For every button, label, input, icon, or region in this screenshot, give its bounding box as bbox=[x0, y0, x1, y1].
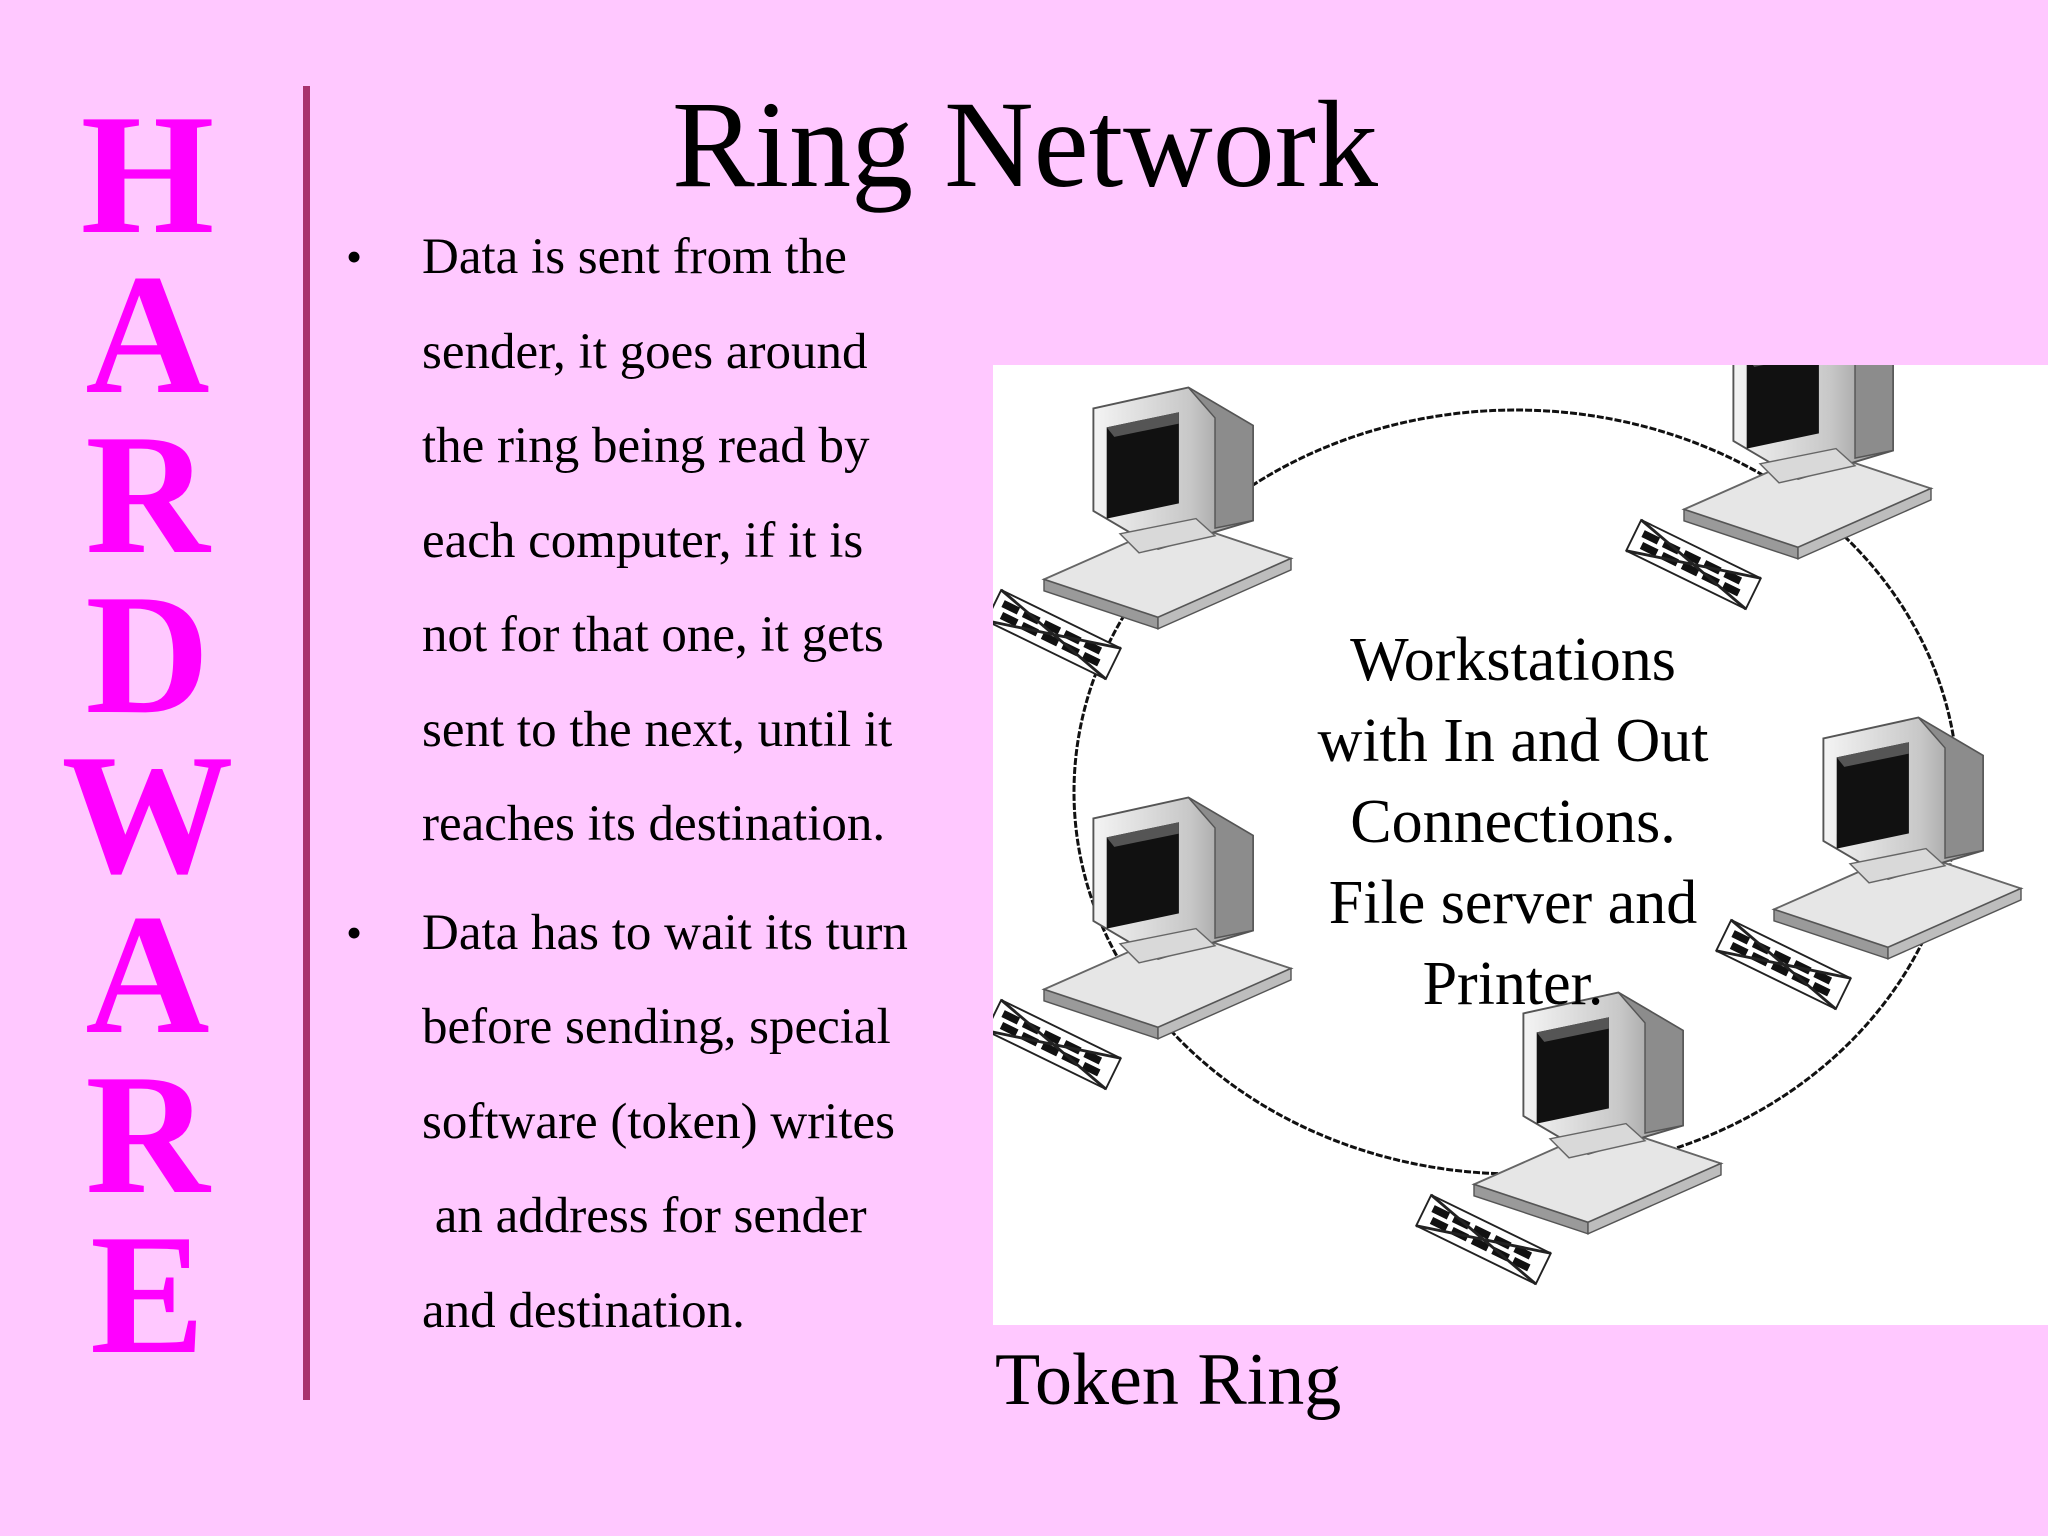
side-letter: R bbox=[85, 400, 210, 590]
diagram-caption: Token Ring bbox=[995, 1339, 1342, 1421]
bullet-text: Data has to wait its turn before sending… bbox=[422, 904, 908, 1339]
side-letter: E bbox=[90, 1200, 205, 1390]
vertical-divider bbox=[303, 86, 310, 1400]
computer-workstation-icon bbox=[1624, 365, 1933, 611]
side-letter: H bbox=[80, 80, 215, 270]
side-letter: A bbox=[85, 240, 210, 430]
side-letter: W bbox=[61, 720, 234, 910]
bullet-marker: • bbox=[346, 906, 363, 958]
diagram-center-label: Workstations with In and Out Connections… bbox=[1317, 626, 1709, 1018]
side-letter: D bbox=[85, 560, 210, 750]
bullet-text: Data is sent from the sender, it goes ar… bbox=[422, 229, 893, 852]
computer-workstation-icon bbox=[1714, 716, 2023, 1011]
computer-workstation-icon bbox=[993, 796, 1293, 1091]
bullet-list: • Data is sent from the sender, it goes … bbox=[336, 210, 976, 1372]
ring-diagram-svg bbox=[993, 365, 2023, 1286]
side-letter: R bbox=[85, 1040, 210, 1230]
bullet-item: • Data is sent from the sender, it goes … bbox=[336, 210, 976, 872]
side-letter: A bbox=[85, 880, 210, 1070]
computer-workstation-icon bbox=[993, 386, 1293, 681]
bullet-marker: • bbox=[346, 231, 363, 282]
token-ring-diagram: Workstations with In and Out Connections… bbox=[993, 365, 2048, 1325]
hardware-vertical-word: H A R D W A R E bbox=[40, 80, 255, 1390]
computer-workstation-icon bbox=[1414, 991, 1723, 1286]
slide-title: Ring Network bbox=[671, 76, 1379, 213]
bullet-item: • Data has to wait its turn before sendi… bbox=[336, 886, 976, 1359]
